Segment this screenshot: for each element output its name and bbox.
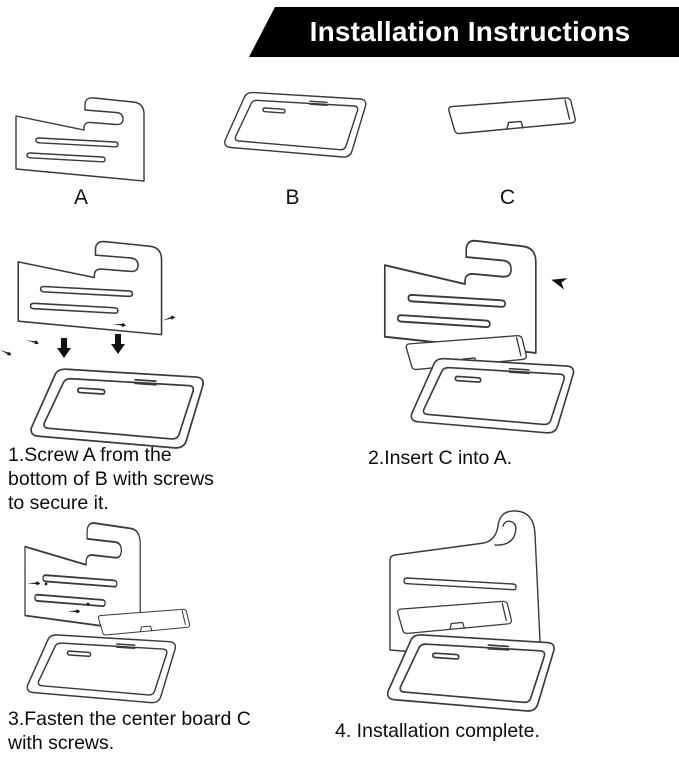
step-4-figure: [345, 500, 595, 715]
step-4-caption: 4. Installation complete.: [335, 720, 540, 742]
part-b-figure: [210, 82, 375, 167]
part-c-label: C: [499, 186, 516, 209]
part-b-label: B: [285, 186, 300, 209]
part-a-figure: [6, 84, 156, 194]
step-2-illustration: [383, 239, 575, 434]
screw-icon: [162, 314, 176, 322]
screw-dot: [86, 602, 90, 606]
part-b-drawing: [224, 91, 367, 158]
step-3-illustration: [24, 522, 190, 704]
step-4-illustration: [386, 510, 555, 712]
step-1-illustration: [0, 240, 205, 449]
down-arrow-icon: [111, 334, 125, 354]
insert-arrow-icon: [549, 274, 568, 290]
down-arrow-icon: [57, 338, 71, 358]
step-2-caption: 2.Insert C into A.: [368, 447, 513, 469]
screw-icon: [0, 346, 13, 358]
hook-curl-line: [494, 520, 517, 546]
step-3-caption: 3.Fasten the center board C with screws.: [8, 708, 251, 754]
step-3-figure: [8, 505, 218, 705]
part-a-drawing: [15, 97, 145, 182]
part-a-label: A: [73, 186, 88, 209]
screw-dot: [44, 582, 48, 586]
step-1-figure: [0, 224, 217, 449]
part-c-figure: [435, 90, 580, 140]
step-1-caption: 1.Screw A from the bottom of B with scre…: [8, 444, 214, 514]
screw-icon: [26, 336, 40, 346]
page-title: Installation Instructions: [309, 16, 631, 47]
part-c-drawing: [448, 97, 576, 135]
page-title-banner: Installation Instructions: [249, 7, 679, 57]
step-2-figure: [355, 222, 595, 437]
